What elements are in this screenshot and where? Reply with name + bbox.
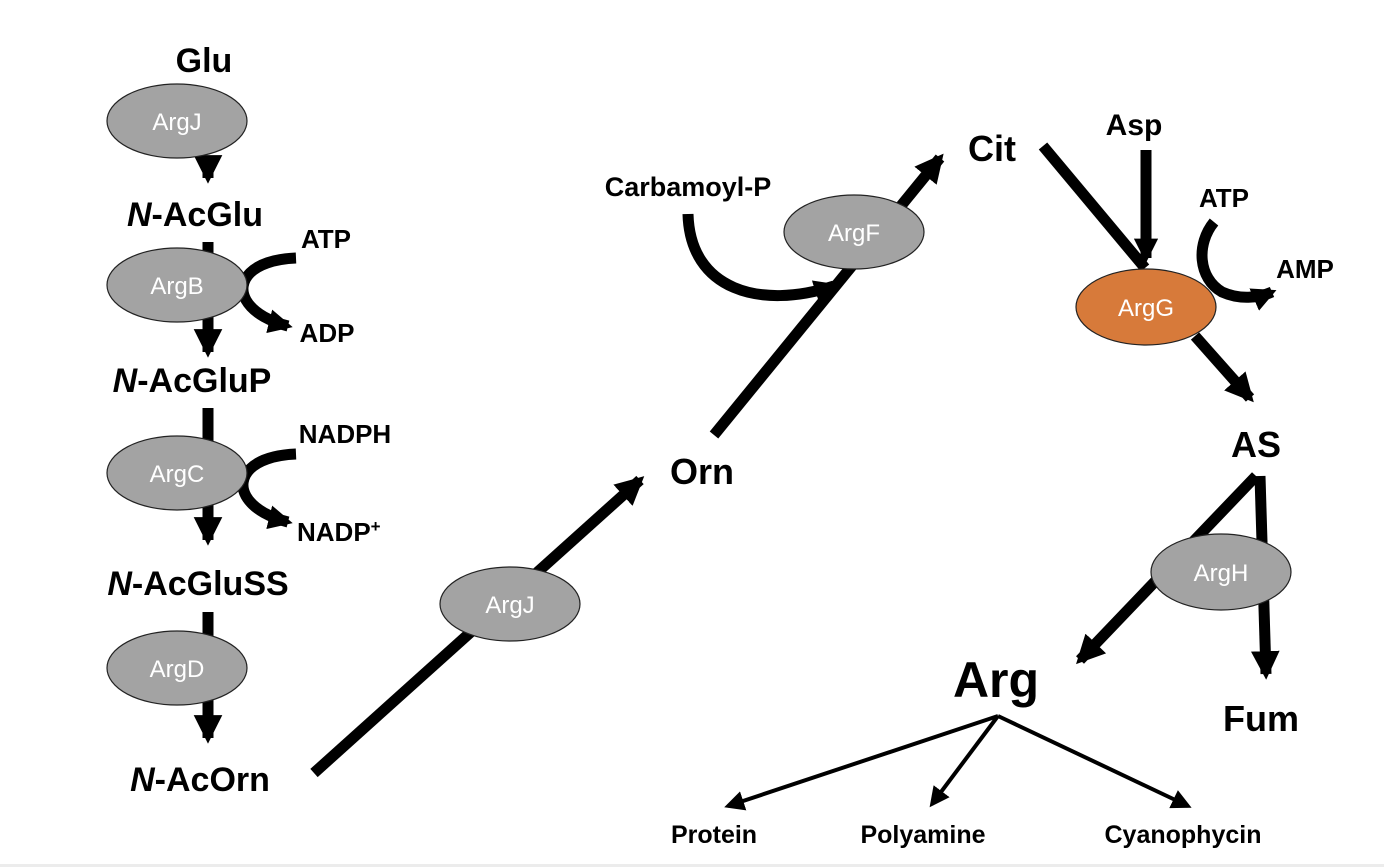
cofactor-adp: ADP bbox=[300, 318, 355, 348]
product-cyanophycin: Cyanophycin bbox=[1105, 821, 1262, 849]
enzyme-label: ArgB bbox=[150, 273, 203, 300]
enzyme-argj-2: ArgJ bbox=[439, 566, 581, 642]
product-polyamine: Polyamine bbox=[860, 821, 985, 849]
product-protein: Protein bbox=[671, 821, 757, 849]
metabolite-cit: Cit bbox=[968, 128, 1016, 169]
arrow-carbamoylp-to-argf bbox=[682, 213, 839, 304]
cofactor-atp-1: ATP bbox=[301, 224, 351, 254]
metabolite-asp: Asp bbox=[1106, 109, 1163, 142]
metabolite-rest: -AcGlu bbox=[152, 196, 263, 234]
cofactor-atp-2: ATP bbox=[1199, 183, 1249, 213]
enzyme-argd: ArgD bbox=[106, 630, 248, 706]
metabolite-rest: -AcGluSS bbox=[132, 565, 289, 603]
arrow-atp-to-amp bbox=[1196, 218, 1277, 311]
metabolite-rest: -AcOrn bbox=[155, 761, 270, 799]
bottom-border bbox=[0, 864, 1384, 867]
metabolite-carbamoyl-p: Carbamoyl-P bbox=[605, 172, 772, 202]
arrow-arg-to-protein bbox=[724, 714, 999, 811]
italic-n: N bbox=[107, 565, 133, 603]
metabolite-arg: Arg bbox=[953, 652, 1039, 708]
italic-n: N bbox=[130, 761, 156, 799]
nadp-superscript: + bbox=[371, 517, 381, 536]
metabolite-fum: Fum bbox=[1223, 698, 1299, 739]
enzyme-label: ArgJ bbox=[152, 109, 201, 136]
enzyme-argc: ArgC bbox=[106, 435, 248, 511]
enzyme-label: ArgF bbox=[828, 220, 880, 247]
enzyme-label: ArgH bbox=[1194, 560, 1249, 587]
metabolite-as: AS bbox=[1231, 424, 1281, 465]
metabolite-glu: Glu bbox=[176, 42, 233, 80]
arrow-atp-to-adp bbox=[237, 252, 297, 334]
enzyme-label: ArgG bbox=[1118, 295, 1174, 322]
cofactor-nadp-plus: NADP+ bbox=[297, 517, 381, 547]
metabolite-n-acglu: N-AcGlu bbox=[127, 196, 263, 234]
metabolite-n-acgluss: N-AcGluSS bbox=[107, 565, 288, 603]
metabolite-n-acorn: N-AcOrn bbox=[130, 761, 270, 799]
enzyme-argh: ArgH bbox=[1150, 533, 1292, 611]
metabolite-orn: Orn bbox=[670, 451, 734, 492]
arrow-argg-to-as bbox=[1190, 332, 1255, 403]
enzyme-argf: ArgF bbox=[783, 194, 925, 270]
enzyme-label: ArgJ bbox=[485, 592, 534, 619]
enzyme-argj-1: ArgJ bbox=[106, 83, 248, 159]
italic-n: N bbox=[127, 196, 153, 234]
cofactor-amp: AMP bbox=[1276, 254, 1334, 284]
enzyme-label: ArgD bbox=[150, 656, 205, 683]
arrow-cit-to-argg bbox=[1038, 142, 1150, 272]
arrow-nadph-to-nadp bbox=[237, 448, 297, 530]
enzyme-argg: ArgG bbox=[1075, 268, 1217, 346]
arrow-arg-to-cyanophycin bbox=[997, 714, 1192, 809]
enzyme-label: ArgC bbox=[150, 461, 205, 488]
nadp-base: NADP bbox=[297, 517, 371, 547]
metabolite-n-acglup: N-AcGluP bbox=[113, 362, 272, 400]
arrow-arg-to-polyamine bbox=[929, 714, 1000, 808]
italic-n: N bbox=[113, 362, 139, 400]
enzyme-argb: ArgB bbox=[106, 247, 248, 323]
cofactor-nadph: NADPH bbox=[299, 419, 391, 449]
metabolite-rest: -AcGluP bbox=[137, 362, 271, 400]
